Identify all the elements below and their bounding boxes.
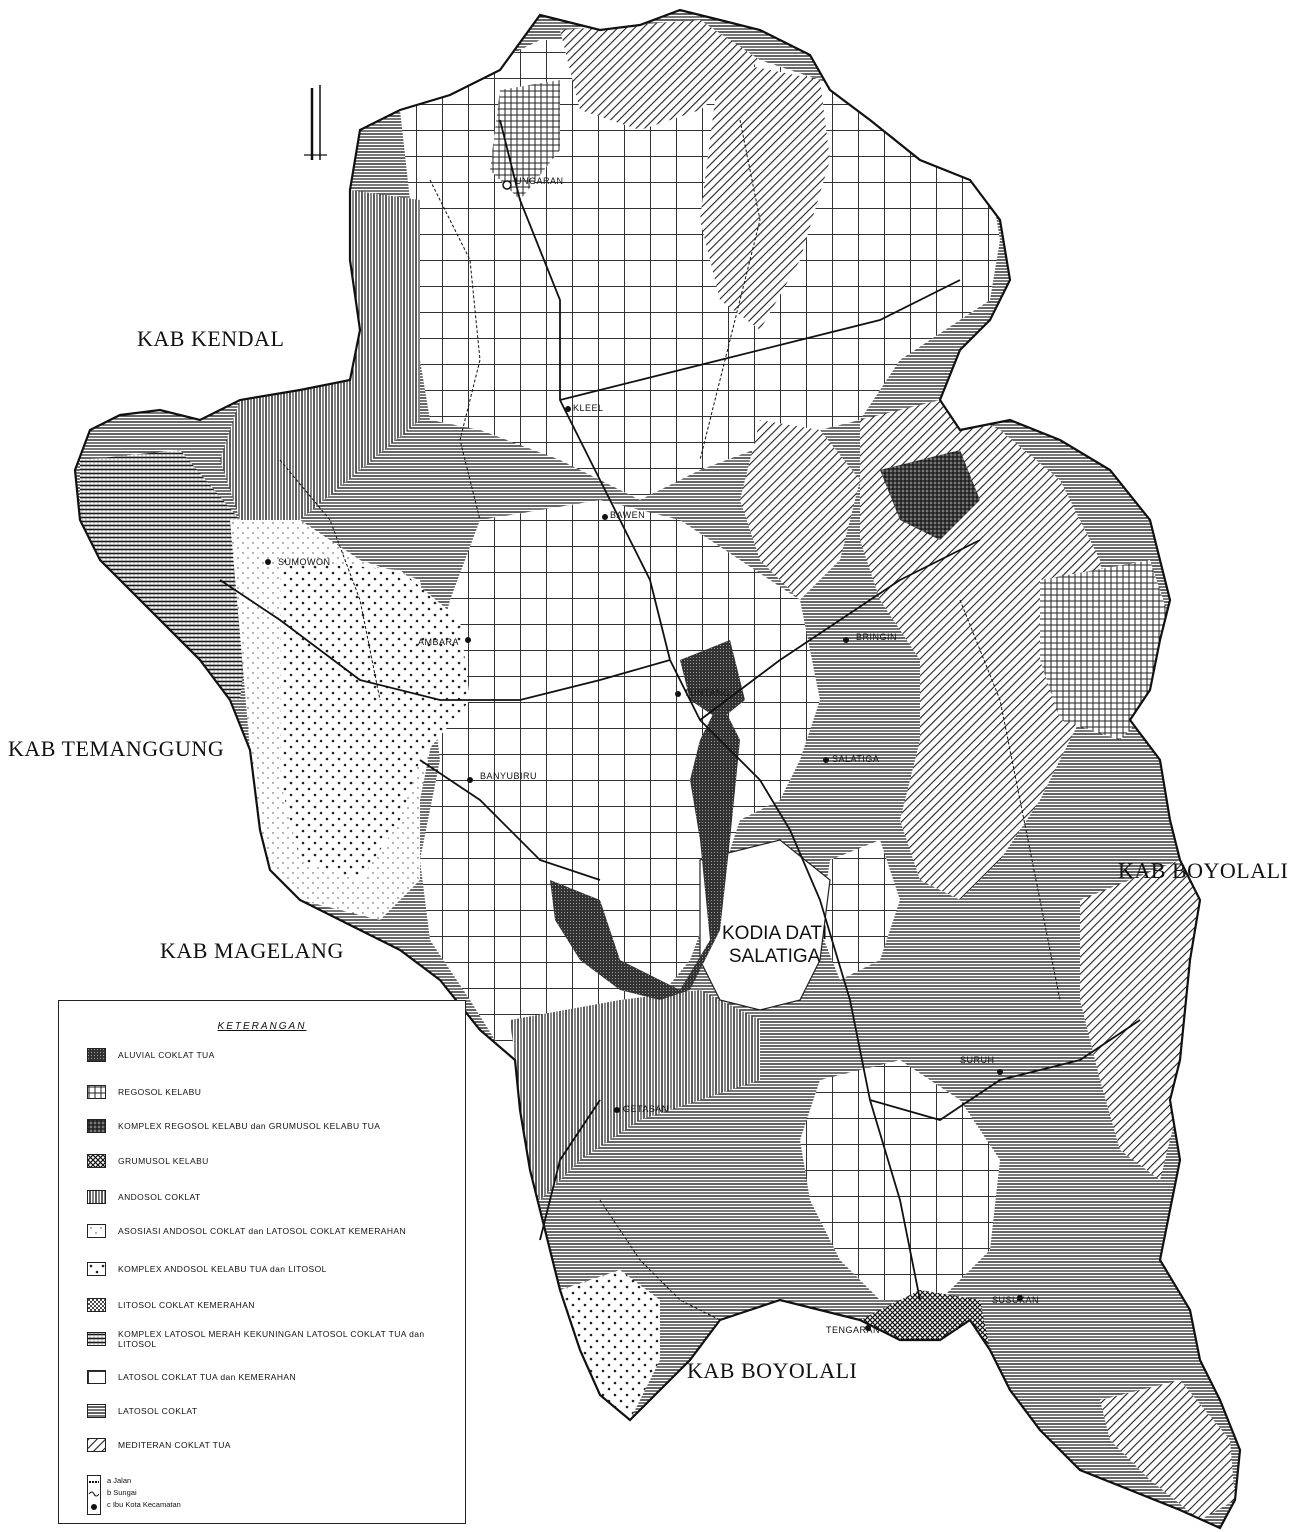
legend-item: KOMPLEX LATOSOL MERAH KEKUNINGAN LATOSOL…: [87, 1327, 448, 1351]
legend-small: a Jalan b Sungai c Ibu Kota Kecamatan: [87, 1475, 181, 1515]
legend-swatch-dense: [87, 1048, 106, 1062]
town-ambarawa: AMBARA: [418, 637, 459, 647]
zone-grid-south: [800, 1060, 1000, 1300]
legend-small-jalan: a Jalan: [107, 1476, 132, 1485]
legend-item: KOMPLEX ANDOSOL KELABU TUA dan LITOSOL: [87, 1257, 448, 1281]
region-label-magelang: KAB MAGELANG: [160, 938, 344, 963]
town-suruh: SURUH: [960, 1055, 995, 1065]
zone-aluvial-north: [680, 640, 745, 720]
legend-label: LITOSOL COKLAT KEMERAHAN: [118, 1300, 255, 1310]
zone-komplex-latosol-west: [80, 450, 250, 700]
region-label-kendal: KAB KENDAL: [137, 326, 285, 351]
zone-regosol-east: [1040, 560, 1170, 740]
road-bawen-salatiga: [669, 659, 791, 831]
legend-label: KOMPLEX LATOSOL MERAH KEKUNINGAN LATOSOL…: [118, 1329, 425, 1349]
road-salatiga-south: [789, 829, 921, 1301]
legend-label: LATOSOL COKLAT TUA dan KEMERAHAN: [118, 1372, 296, 1382]
town-salatiga-center: SALATIGA: [832, 754, 879, 764]
legend-swatch-dots-dense: [87, 1298, 106, 1312]
salatiga-line-2: SALATIGA: [728, 946, 821, 967]
road-getasan: [539, 1099, 601, 1241]
legend-item: REGOSOL KELABU: [87, 1080, 448, 1104]
legend-label: KOMPLEX REGOSOL KELABU dan GRUMUSOL KELA…: [118, 1121, 381, 1131]
salatiga-line-1: KODIA DATI: [722, 923, 828, 944]
legend-box: KETERANGAN ALUVIAL COKLAT TUA REGOSOL KEL…: [58, 1000, 466, 1524]
road-east: [699, 539, 981, 721]
town-bringin: BRINGIN: [856, 632, 897, 642]
legend-swatch-diagonal: [87, 1438, 106, 1452]
town-susukan: SUSUKAN: [992, 1295, 1039, 1305]
legend-small-ibukota: c Ibu Kota Kecamatan: [107, 1500, 181, 1509]
road-banyubiru: [419, 759, 601, 881]
legend-label: LATOSOL COKLAT: [118, 1406, 198, 1416]
legend-item: LATOSOL COKLAT: [87, 1399, 448, 1423]
road-north-east: [559, 279, 961, 401]
zone-mediteran-central: [740, 420, 860, 600]
region-label-boyolali-south: KAB BOYOLALI: [687, 1358, 858, 1383]
zone-komplex-andosol-west: [280, 560, 470, 880]
towns: UNGARAN KLEEL BAWEN SUMOWON AMBARA TUNTA…: [265, 176, 1039, 1335]
legend-swatch-vertical: [87, 1190, 106, 1204]
legend-item: KOMPLEX REGOSOL KELABU dan GRUMUSOL KELA…: [87, 1114, 448, 1138]
town-sumowono: SUMOWON: [278, 557, 331, 567]
legend-label: ANDOSOL COKLAT: [118, 1192, 201, 1202]
zone-komplex-regosol-east: [880, 450, 980, 540]
road-suruh: [869, 1019, 1141, 1121]
legend-small-sungai: b Sungai: [107, 1488, 137, 1497]
zone-andosol-south: [510, 990, 760, 1200]
zone-salatiga: [699, 839, 831, 1011]
region-label-salatiga: KODIA DATI SALATIGA: [722, 922, 827, 968]
legend-swatch-dots-light: [87, 1224, 106, 1238]
river-5: [599, 1199, 721, 1321]
legend-item: LITOSOL COKLAT KEMERAHAN: [87, 1293, 448, 1317]
zone-mediteran-northeast: [700, 60, 830, 330]
town-tuntang: TUNTANG: [684, 688, 730, 698]
town-banyubiru: BANYUBIRU: [480, 771, 537, 781]
legend-label: ASOSIASI ANDOSOL COKLAT dan LATOSOL COKL…: [118, 1226, 407, 1236]
legend-label: GRUMUSOL KELABU: [118, 1156, 209, 1166]
zone-aluvial-crescent: [550, 700, 740, 1000]
legend-item: GRUMUSOL KELABU: [87, 1149, 448, 1173]
legend-label: MEDITERAN COKLAT TUA: [118, 1440, 231, 1450]
town-bawen: BAWEN: [610, 510, 645, 520]
river-2: [699, 119, 761, 461]
river-3: [279, 459, 381, 701]
legend-title: KETERANGAN: [217, 1021, 307, 1032]
legend-swatch-grid-large: [87, 1370, 106, 1384]
town-kleel: KLEEL: [573, 403, 604, 413]
legend-swatch-grid-dark: [87, 1119, 106, 1133]
legend-swatch-horizontal-dense: [87, 1332, 106, 1346]
legend-item: ASOSIASI ANDOSOL COKLAT dan LATOSOL COKL…: [87, 1219, 448, 1243]
road-ungaran-bawen: [499, 119, 671, 661]
road-network: [219, 119, 1141, 1301]
legend-item: LATOSOL COKLAT TUA dan KEMERAHAN: [87, 1365, 448, 1389]
region-label-temanggung: KAB TEMANGGUNG: [8, 736, 225, 761]
town-getasan: GETASAN: [623, 1104, 669, 1114]
zone-dots-south: [560, 1270, 660, 1420]
legend-label: KOMPLEX ANDOSOL KELABU TUA dan LITOSOL: [118, 1264, 327, 1274]
river-network: [279, 119, 1061, 1321]
zone-regosol-north: [490, 80, 560, 200]
legend-item: MEDITERAN COKLAT TUA: [87, 1433, 448, 1457]
legend-label: REGOSOL KELABU: [118, 1087, 202, 1097]
legend-swatch-grid-fine: [87, 1085, 106, 1099]
river-4: [959, 599, 1061, 1001]
zone-mediteran-far-south: [1100, 1380, 1235, 1520]
legend-small-icon: [87, 1475, 101, 1515]
zone-andosol-north-west: [220, 190, 420, 520]
legend-item: ALUVIAL COKLAT TUA: [87, 1043, 448, 1067]
legend-label: ALUVIAL COKLAT TUA: [118, 1050, 215, 1060]
town-tengaran: TENGARAN: [826, 1325, 880, 1335]
town-ungaran: UNGARAN: [515, 176, 564, 186]
legend-item: ANDOSOL COKLAT: [87, 1185, 448, 1209]
legend-swatch-dots: [87, 1262, 106, 1276]
zone-grid-east: [820, 840, 900, 980]
road-bawen-west: [219, 579, 671, 701]
north-arrow-icon: [304, 85, 327, 160]
zone-mediteran-north: [560, 20, 760, 130]
legend-swatch-horizontal: [87, 1404, 106, 1418]
legend-swatch-crosshatch: [87, 1154, 106, 1168]
region-label-boyolali-east: KAB BOYOLALI: [1118, 858, 1289, 883]
